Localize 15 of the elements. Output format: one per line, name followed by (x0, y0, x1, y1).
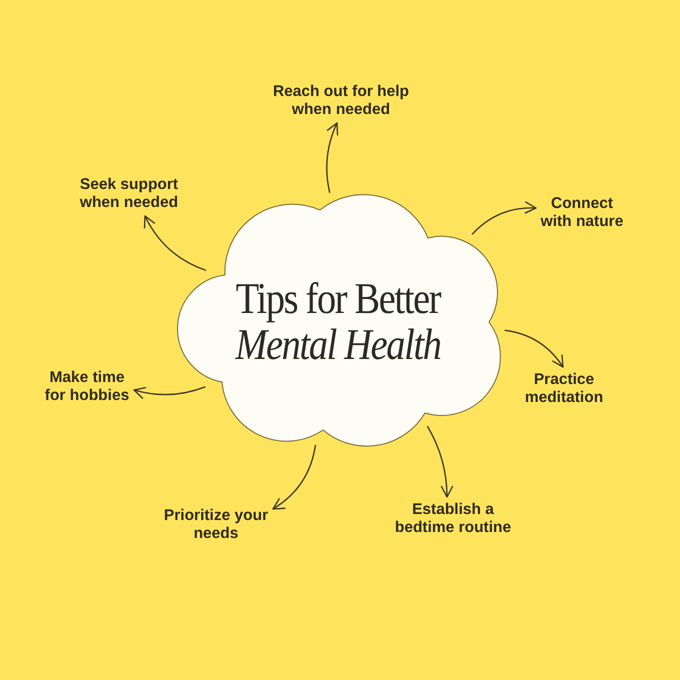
title-text: Tips for Better Mental Health (235, 276, 441, 368)
tip-text: Connect with nature (540, 195, 624, 231)
arrow (504, 330, 564, 368)
tip-text: Seek support when needed (79, 176, 179, 212)
arrow (427, 426, 453, 498)
tip-text: Practice meditation (524, 371, 604, 407)
arrow (326, 122, 338, 193)
tip-text: Make time for hobbies (44, 369, 130, 405)
tip-text: Reach out for help when needed (272, 83, 410, 119)
tip-text: Establish a bedtime routine (394, 501, 512, 537)
arrow (133, 386, 206, 399)
arrow (472, 202, 537, 235)
arrow (144, 215, 206, 271)
arrow (272, 444, 316, 510)
tip-text: Prioritize your needs (163, 507, 269, 543)
